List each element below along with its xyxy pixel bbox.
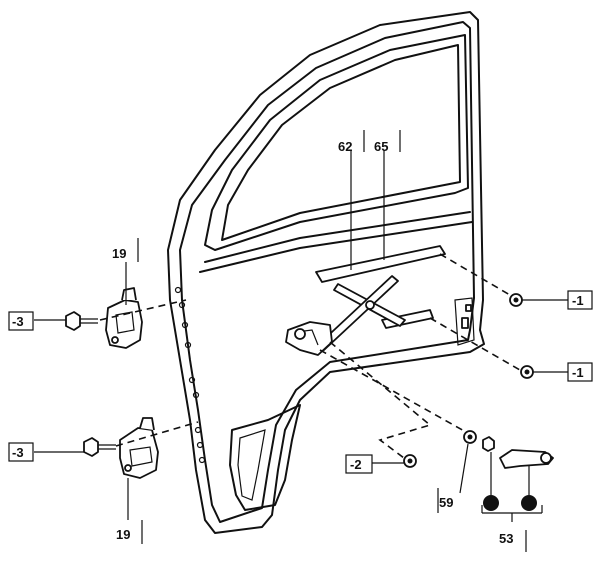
assembly-lines bbox=[99, 253, 521, 459]
callout-62: 62 bbox=[338, 139, 352, 154]
callout-3-bottom-text: -3 bbox=[12, 445, 24, 460]
lower-hinge bbox=[119, 417, 159, 479]
callout-19-top: 19 bbox=[112, 246, 126, 261]
hinge-bolt-upper bbox=[65, 311, 98, 331]
leader-lines bbox=[34, 130, 568, 552]
callout-19-bottom: 19 bbox=[116, 527, 130, 542]
callout-62-text: 62 bbox=[338, 139, 352, 154]
callout-2-text: -2 bbox=[350, 457, 362, 472]
door-shell bbox=[167, 11, 485, 534]
callout-1-top-text: -1 bbox=[572, 293, 584, 308]
callout-1-bottom-text: -1 bbox=[572, 365, 584, 380]
window-crank-handle bbox=[499, 449, 554, 469]
callout-65: 65 bbox=[374, 139, 388, 154]
callout-1-bottom: -1 bbox=[567, 362, 593, 382]
callout-3-top: -3 bbox=[8, 311, 34, 331]
callout-2: -2 bbox=[345, 454, 373, 474]
window-regulator bbox=[285, 245, 446, 356]
callout-3-top-text: -3 bbox=[12, 314, 24, 329]
hinge-bolt-lower bbox=[83, 437, 116, 457]
crank-knobs bbox=[483, 495, 537, 511]
callout-19-bottom-text: 19 bbox=[116, 527, 130, 542]
callout-3-bottom: -3 bbox=[8, 442, 34, 462]
callout-53: 53 bbox=[499, 531, 513, 546]
callout-53-text: 53 bbox=[499, 531, 513, 546]
callout-59: 59 bbox=[439, 495, 453, 510]
callout-19-top-text: 19 bbox=[112, 246, 126, 261]
callout-65-text: 65 bbox=[374, 139, 388, 154]
callout-1-top: -1 bbox=[567, 290, 593, 310]
upper-hinge bbox=[105, 287, 143, 349]
callout-59-text: 59 bbox=[439, 495, 453, 510]
